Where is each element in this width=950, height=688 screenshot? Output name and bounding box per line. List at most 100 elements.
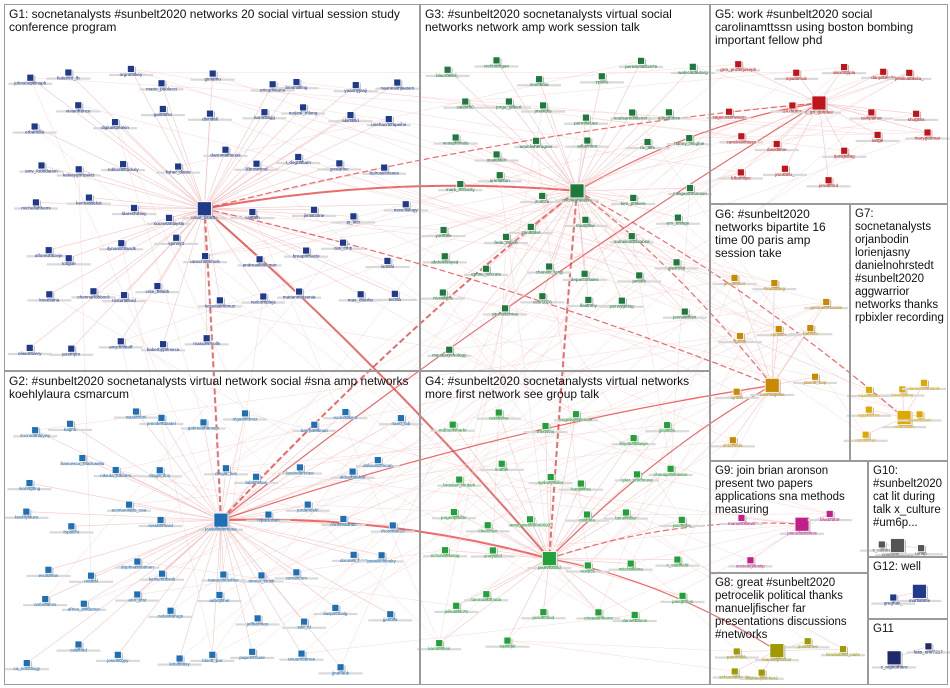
- node-avatar[interactable]: [199, 418, 208, 427]
- node-plame_bsp[interactable]: plame_bsp: [793, 372, 838, 385]
- node-avatar[interactable]: [41, 595, 50, 603]
- node-avatar[interactable]: [208, 69, 217, 78]
- node-avatar[interactable]: [166, 606, 175, 615]
- node-kim_powers[interactable]: kim_powers: [611, 194, 656, 206]
- node-pj_incr[interactable]: pj_incr: [331, 212, 376, 225]
- node-avatar[interactable]: [213, 512, 229, 528]
- node-avatar[interactable]: [861, 430, 870, 439]
- node-avatar[interactable]: [74, 640, 83, 649]
- node-avatar[interactable]: [393, 78, 402, 87]
- node-avatar[interactable]: [504, 97, 513, 106]
- node-avatar[interactable]: [397, 414, 405, 423]
- node-avatar[interactable]: [494, 408, 503, 417]
- node-avatar[interactable]: [643, 138, 652, 146]
- node-linahis[interactable]: linahis: [479, 459, 524, 472]
- node-avatar[interactable]: [594, 608, 603, 617]
- node-socnetanalyisy[interactable]: socnetanalyisy: [13, 426, 58, 439]
- node-johnshopkinsph[interactable]: johnshopkinsph: [8, 73, 53, 86]
- node-avatar[interactable]: [78, 454, 87, 462]
- node-avatar[interactable]: [665, 108, 673, 117]
- node-tristanalsird[interactable]: tristanalsird: [102, 291, 147, 304]
- node-papercrouse[interactable]: papercrouse: [230, 647, 275, 660]
- node-melgamthomson[interactable]: melgamthomson: [667, 184, 712, 197]
- node-bennholler[interactable]: bennholler: [603, 508, 648, 521]
- node-avatar[interactable]: [156, 516, 165, 524]
- node-marygeemar[interactable]: marygeemar: [905, 128, 950, 141]
- node-nodesl[interactable]: nodesl: [69, 571, 114, 584]
- node-avatar[interactable]: [502, 232, 510, 241]
- node-acmianospo_cea[interactable]: acmianospo_cea: [107, 500, 152, 513]
- node-avatar[interactable]: [737, 132, 746, 141]
- node-dannmatheuss[interactable]: dannmatheuss: [203, 145, 248, 158]
- node-squazzoni[interactable]: squazzoni: [114, 407, 159, 420]
- node-avatar[interactable]: [208, 650, 217, 659]
- node-danielnohrstedt[interactable]: danielnohrstedt: [901, 378, 946, 391]
- node-mark_mccarty[interactable]: mark_mccarty: [438, 180, 483, 193]
- node-avatar[interactable]: [685, 134, 694, 143]
- node-avatar[interactable]: [310, 205, 318, 214]
- node-avatar[interactable]: [728, 436, 737, 445]
- node-erbanolla[interactable]: erbanolla: [12, 122, 57, 135]
- node-avatar[interactable]: [356, 290, 365, 299]
- node-rosimagalas[interactable]: rosimagalas: [750, 377, 795, 397]
- node-modtdlang[interactable]: modtdlang: [752, 279, 797, 292]
- node-blacrowell_[interactable]: blacrowell_: [425, 65, 470, 78]
- node-avatar[interactable]: [924, 642, 933, 651]
- node-mauspsychology[interactable]: mauspsychology: [427, 345, 472, 358]
- node-jjanolla[interactable]: jjanolla: [368, 610, 413, 623]
- node-bulrosecosses[interactable]: bulrosecosses: [362, 163, 407, 176]
- node-blocb_par[interactable]: blocb_par: [190, 650, 235, 663]
- node-mjtackman[interactable]: mjtackman: [246, 510, 291, 523]
- node-avatar[interactable]: [538, 192, 547, 200]
- node-ca_sociology[interactable]: ca_sociology: [4, 659, 49, 672]
- node-avatar[interactable]: [248, 647, 257, 656]
- node-jmaxelio[interactable]: jmaxelio: [521, 101, 566, 114]
- node-michaaneasss[interactable]: michaaneasss: [555, 183, 600, 203]
- node-avatar[interactable]: [734, 60, 743, 69]
- node-avatar[interactable]: [730, 667, 739, 676]
- node-avatar[interactable]: [630, 611, 639, 619]
- node-avatar[interactable]: [633, 470, 641, 479]
- node-calslbud[interactable]: calslbud: [56, 640, 101, 653]
- node-avatar[interactable]: [757, 668, 766, 677]
- node-avatar[interactable]: [867, 108, 876, 117]
- node-avatar[interactable]: [622, 508, 630, 517]
- node-avatar[interactable]: [297, 649, 306, 658]
- node-castalh[interactable]: castalh: [230, 208, 275, 221]
- node-avatar[interactable]: [66, 419, 74, 428]
- node-avatar[interactable]: [202, 334, 211, 343]
- node-schusesbar_kc[interactable]: schusesbar_kc: [712, 667, 757, 680]
- node-avatar[interactable]: [492, 56, 501, 65]
- node-spinvy3[interactable]: spinvy3: [154, 233, 199, 246]
- node-mitchellaina[interactable]: mitchellaina: [608, 559, 653, 572]
- node-avatar[interactable]: [132, 407, 140, 416]
- node-avatar[interactable]: [451, 133, 460, 142]
- node-abdulelsayed[interactable]: abdulelsayed: [422, 252, 467, 265]
- node-avatar[interactable]: [737, 513, 746, 522]
- node-avatar[interactable]: [341, 408, 350, 417]
- node-avatar[interactable]: [386, 610, 395, 619]
- node-avatar[interactable]: [538, 292, 547, 301]
- node-gimamo[interactable]: gimamo: [190, 69, 235, 82]
- node-avatar[interactable]: [268, 80, 277, 89]
- node-jeffbermen[interactable]: jeffbermen: [235, 614, 280, 627]
- node-grm_proferjoseph[interactable]: grm_proferjoseph: [716, 60, 761, 72]
- node-dbindeli[interactable]: dbindeli: [188, 109, 233, 122]
- node-avatar[interactable]: [541, 422, 550, 430]
- node-avatar[interactable]: [746, 556, 755, 565]
- node-avatar[interactable]: [822, 298, 831, 306]
- node-avatar[interactable]: [440, 252, 449, 261]
- node-avatar[interactable]: [390, 289, 399, 298]
- node-bmsnolling[interactable]: bmsnolling: [274, 78, 319, 91]
- node-c_stadfield[interactable]: c_stadfield: [655, 555, 700, 568]
- node-mohngtmg[interactable]: mohngtmg: [7, 479, 52, 492]
- node-ern_tessge[interactable]: ern_tessge: [655, 213, 700, 226]
- node-hanny_mcghie[interactable]: hanny_mcghie: [667, 134, 712, 147]
- node-ric_aks[interactable]: ric_aks: [625, 138, 670, 150]
- node-gostanoc[interactable]: gostanoc: [317, 159, 362, 172]
- node-avatar[interactable]: [159, 340, 167, 349]
- node-conthomaceum[interactable]: conthomaceum: [875, 538, 920, 558]
- node-avatar[interactable]: [663, 421, 672, 430]
- node-avatar[interactable]: [877, 540, 886, 549]
- node-avatar[interactable]: [25, 479, 34, 487]
